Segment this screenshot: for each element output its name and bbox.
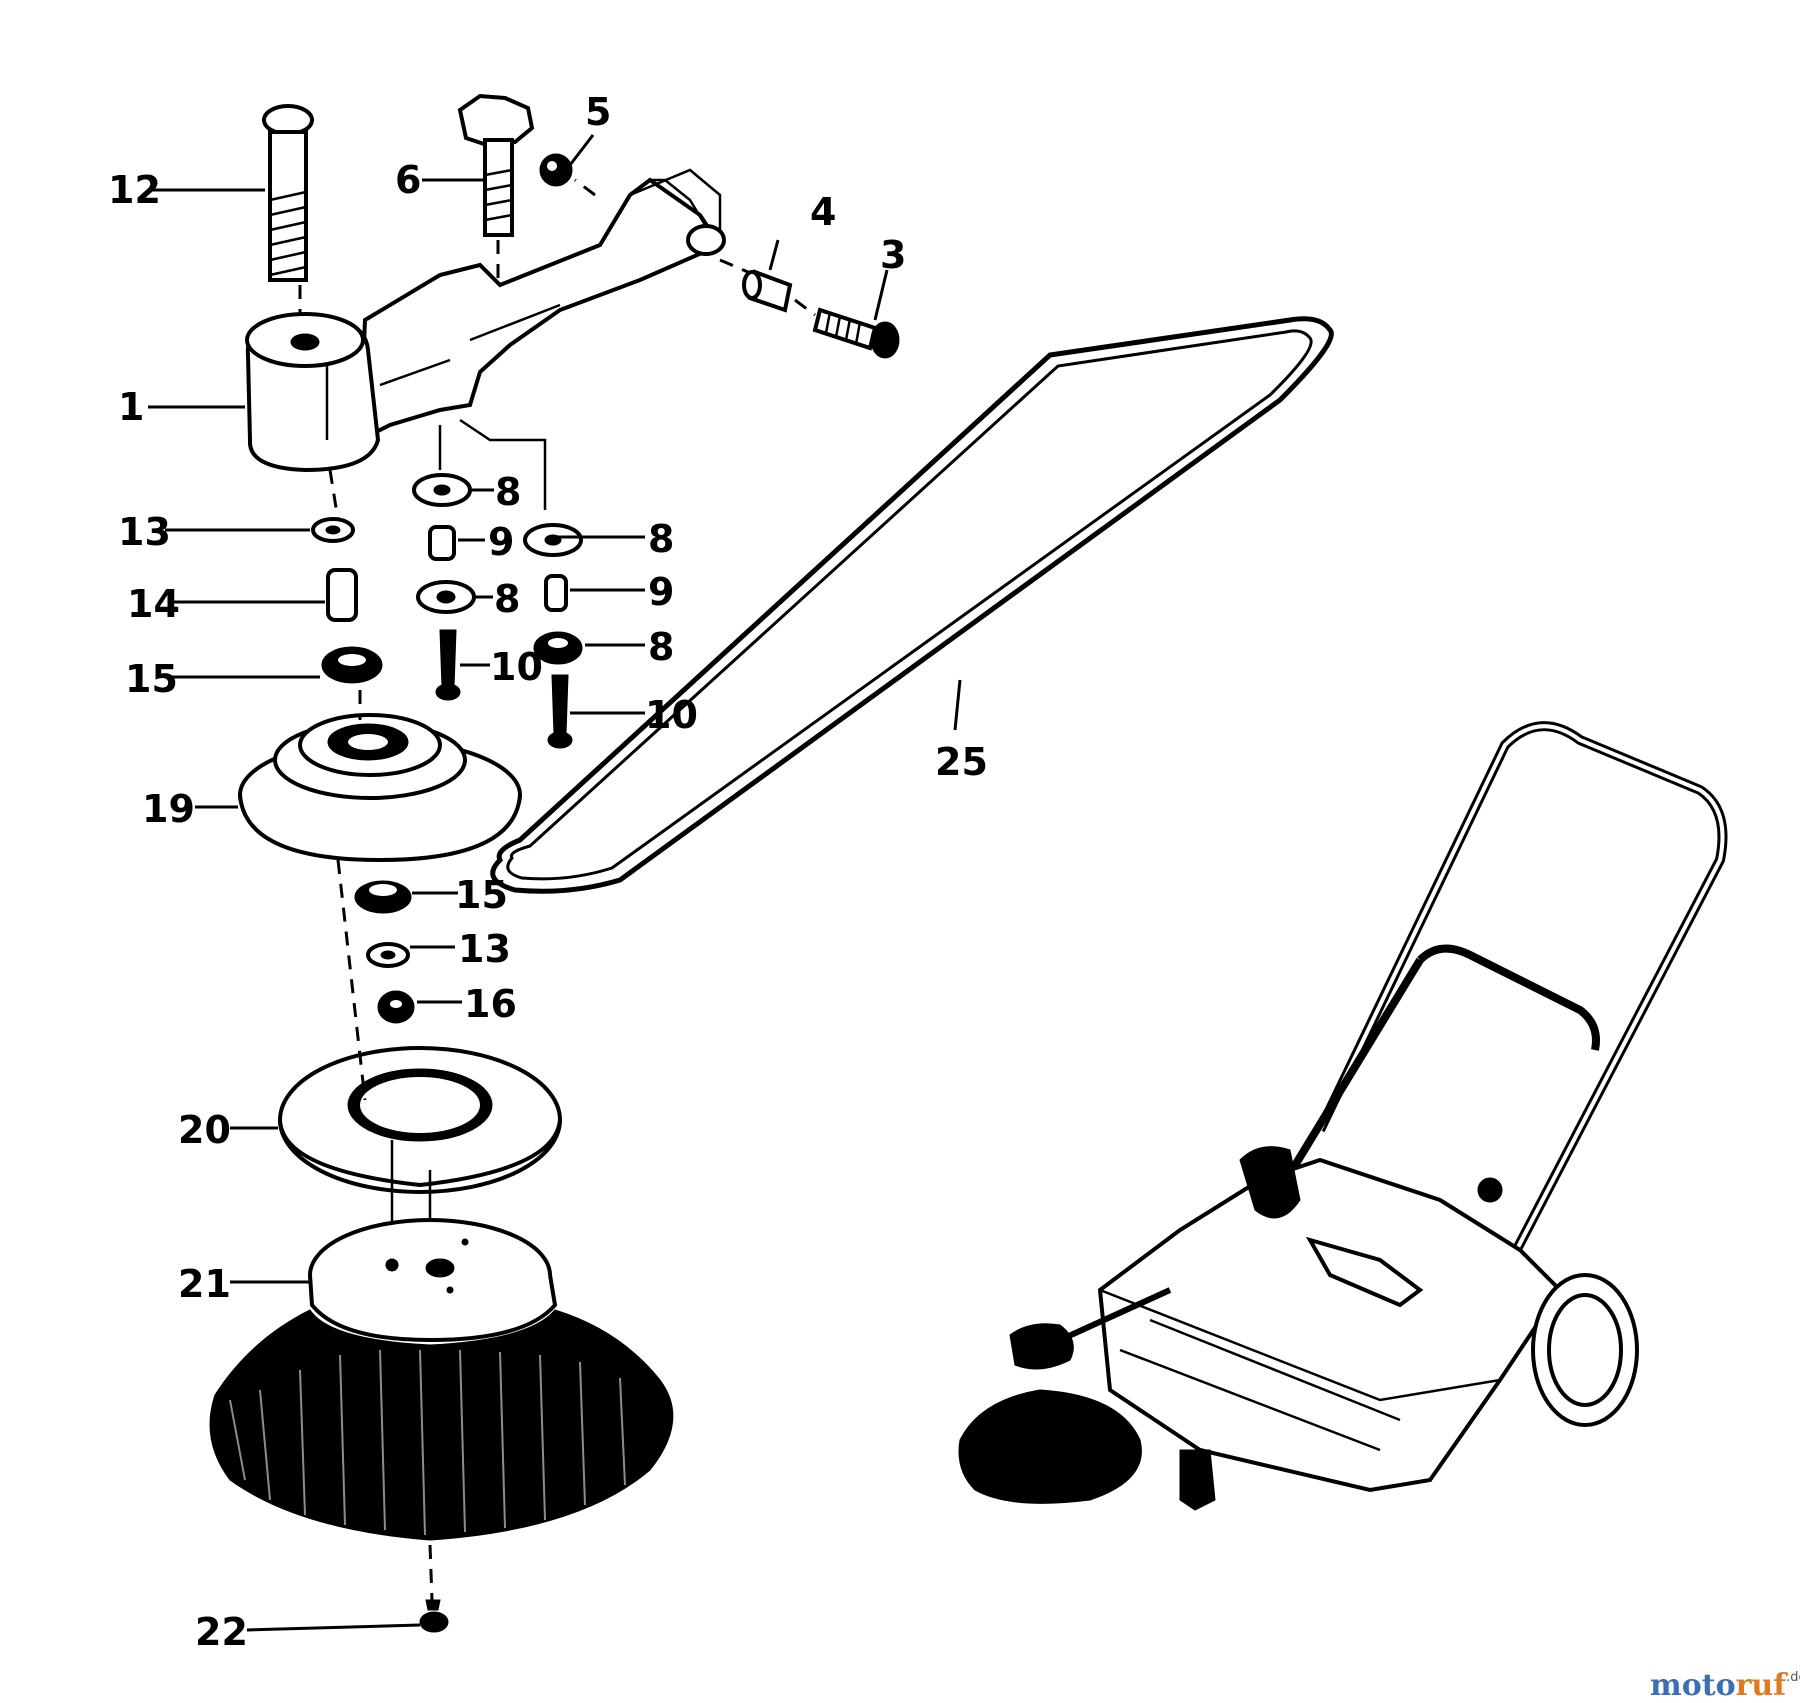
callout-8a: 8 [495,470,521,514]
callout-13b: 13 [458,927,511,971]
belt-25 [490,316,1334,894]
callout-20: 20 [178,1108,231,1152]
callout-5: 5 [585,90,611,134]
callout-15a: 15 [125,657,178,701]
leader-lines [148,134,962,1632]
callout-25: 25 [935,740,988,784]
svg-text:motoruf.de: motoruf.de [1650,1668,1800,1703]
arm-bracket-1 [245,168,726,473]
knob-bolt-6 [457,93,535,300]
callout-8b: 8 [648,517,674,561]
callout-10a: 10 [490,645,543,689]
callout-6: 6 [395,158,421,202]
callout-8c: 8 [494,577,520,621]
callout-labels: 1 3 4 5 6 8 8 8 8 8 9 9 10 10 12 13 13 1… [108,90,988,1654]
callout-9b: 9 [648,570,674,614]
callout-13a: 13 [118,510,171,554]
watermark-moto: moto [1650,1668,1736,1703]
bolt-12 [262,104,314,330]
callout-19: 19 [142,787,195,831]
screw-22 [419,1544,449,1633]
hub-plate-19 [238,690,522,863]
nut-5 [539,153,573,187]
sleeve-4 [719,258,793,313]
callout-14: 14 [127,582,180,626]
washer-stack-a [412,425,476,701]
callout-9a: 9 [488,520,514,564]
sweeper-illustration [958,721,1728,1511]
callout-10b: 10 [645,693,698,737]
shaft-stack-lower [354,880,415,1024]
shaft-stack-upper [311,469,383,684]
watermark: motoruf.de [1650,1668,1800,1703]
callout-1: 1 [118,385,144,429]
watermark-suffix: .de [1786,1670,1800,1685]
callout-21: 21 [178,1262,231,1306]
brush-21 [209,1140,674,1541]
callout-4: 4 [810,190,836,234]
callout-8d: 8 [648,625,674,669]
washer-ring-20 [278,859,562,1194]
callout-16: 16 [464,982,517,1026]
washer-stack-b [459,418,583,749]
callout-22: 22 [195,1610,248,1654]
callout-12: 12 [108,168,161,212]
callout-3: 3 [880,233,906,277]
watermark-ruf: ruf [1736,1668,1789,1703]
bolt-3 [794,298,900,359]
callout-15b: 15 [455,873,508,917]
